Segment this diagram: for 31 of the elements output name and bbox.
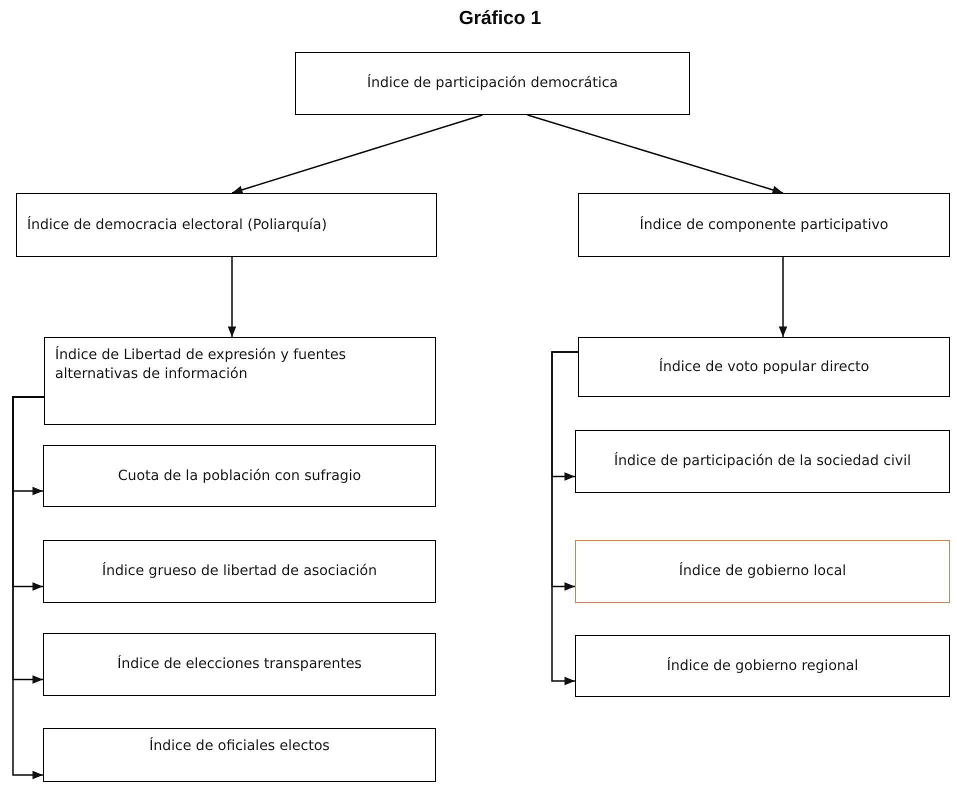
index-box: [578, 193, 950, 257]
box-label: Índice de participación de la sociedad civil: [614, 452, 911, 471]
index-box: [43, 540, 436, 603]
diagram-title: Gráfico 1: [458, 8, 542, 30]
box-label: Índice grueso de libertad de asociación: [102, 562, 377, 581]
arrow: [778, 257, 788, 337]
index-box: [575, 635, 950, 697]
arrow: [527, 114, 784, 194]
index-box: [578, 337, 950, 397]
arrow: [12, 396, 44, 780]
box-label: Índice de gobierno regional: [666, 656, 858, 676]
box-label: Índice de participación democrática: [366, 74, 618, 93]
index-box: [16, 193, 437, 257]
box-label: Índice de democracia electoral (Poliarquía): [27, 216, 327, 234]
index-box: [575, 430, 950, 493]
box-label: Índice de elecciones transparentes: [117, 655, 362, 674]
box-label: Índice de gobierno local: [678, 562, 846, 581]
index-box: [575, 540, 950, 603]
box-label: Cuota de la población con sufragio: [118, 466, 362, 486]
index-box: [43, 728, 436, 782]
box-label: Índice de Libertad de expresión y fuentes alternativas de información: [55, 346, 347, 384]
index-box: [43, 445, 436, 507]
index-box: [295, 52, 690, 115]
arrow: [228, 257, 236, 337]
arrow: [551, 351, 578, 686]
box-label: Índice de componente participativo: [640, 216, 888, 234]
box-label: Índice de voto popular directo: [658, 358, 870, 376]
box-label: Índice de oficiales electos: [149, 737, 330, 756]
index-box: [43, 633, 436, 696]
index-box: [44, 337, 436, 425]
arrow: [232, 114, 483, 194]
